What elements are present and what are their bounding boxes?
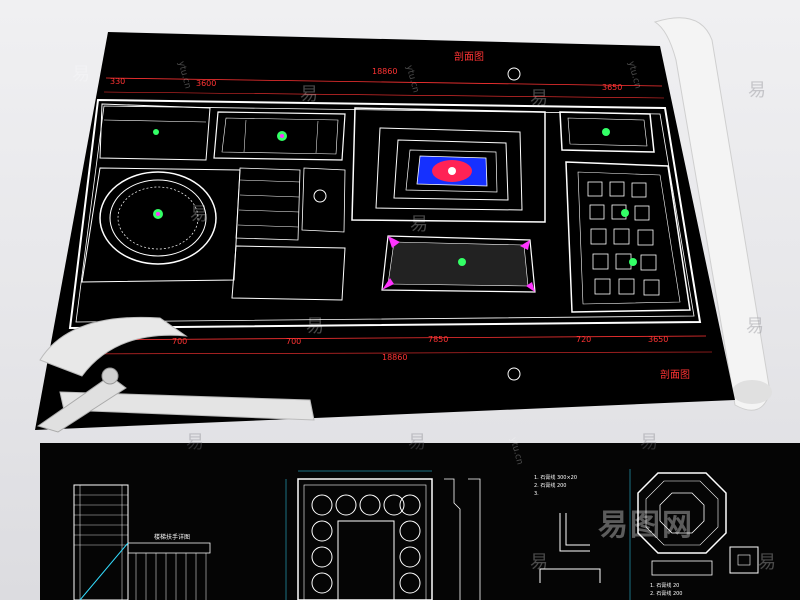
note-4: 1. 石膏线 20 [650,582,679,589]
protractor-tool [36,316,315,433]
dim-bottom-3: 7850 [428,335,448,344]
circular-ceiling [81,167,241,283]
dim-top-total: 18860 [372,67,397,76]
note-5: 2. 石膏线 200 [650,590,683,597]
section-symbol-top [507,367,521,381]
section-symbol-mid [507,67,521,81]
dim-top-left: 330 [110,77,125,86]
section-mark-top: 剖面图 [454,50,484,63]
profile-section [444,478,481,600]
bottom-blueprint-sheet: 楼梯扶手详图 1. 石膏线 300×20 2. 石膏线 200 3. [40,443,800,600]
note-1: 1. 石膏线 300×20 [534,474,577,481]
top-blueprint-sheet: 330 3600 18860 3650 剖面图 [35,17,772,433]
square-ceiling-detail [285,470,433,600]
note-3: 3. [534,491,539,497]
dim-bottom-1: 700 [172,337,187,346]
dim-bottom-4: 720 [576,335,591,344]
molding-profile [539,513,601,583]
right-grid-ceiling [565,161,691,313]
dim-top-2: 3600 [196,79,216,88]
section-mark-bottom: 剖面图 [660,368,690,381]
top-ceiling-plan: 330 3600 18860 3650 剖面图 [35,17,772,433]
note-2: 2. 石膏线 200 [534,482,567,489]
dim-bottom-5: 3650 [648,335,668,344]
octagon-detail [637,472,759,576]
watermark-logo: 易图网 [598,508,694,543]
center-lower-panel [381,235,536,293]
stair-detail [73,484,211,600]
dim-bottom-2: 700 [286,337,301,346]
center-ceiling [351,107,546,223]
stair-label: 楼梯扶手详图 [154,533,190,541]
dim-bottom-total: 18860 [382,353,407,362]
dim-top-right: 3650 [602,83,622,92]
detail-drawings: 楼梯扶手详图 1. 石膏线 300×20 2. 石膏线 200 3. [73,469,759,600]
